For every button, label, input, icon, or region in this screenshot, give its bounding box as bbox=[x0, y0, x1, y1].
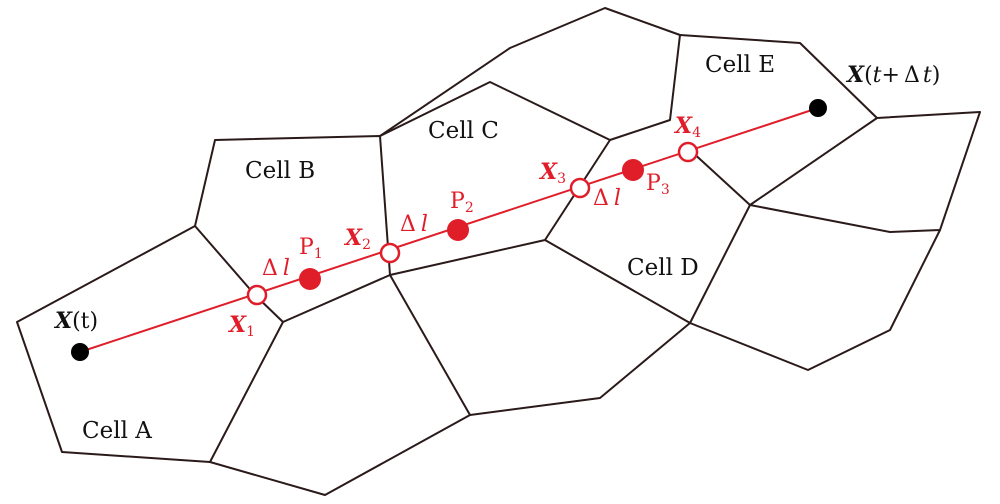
intersection-x3-label: X3 bbox=[538, 159, 566, 187]
intersection-x4 bbox=[677, 141, 699, 163]
cell-a-label: Cell A bbox=[82, 418, 152, 444]
top-cell-boundary bbox=[379, 7, 681, 137]
intersection-x3 bbox=[569, 177, 591, 199]
cell-d-label: Cell D bbox=[627, 255, 699, 281]
intersection-x2 bbox=[379, 242, 401, 264]
particle-p2 bbox=[447, 219, 469, 241]
cell-c-boundary bbox=[379, 81, 611, 276]
cell-c-label: Cell C bbox=[428, 118, 499, 144]
lower-cells-boundary bbox=[209, 274, 691, 496]
start-point bbox=[71, 343, 89, 361]
particle-p1-label: P1 bbox=[299, 235, 323, 262]
intersection-markers bbox=[246, 141, 699, 306]
intersection-x1 bbox=[246, 284, 268, 306]
mesh-edges bbox=[16, 7, 981, 496]
end-point bbox=[809, 99, 827, 117]
right-cells-boundary bbox=[689, 111, 981, 371]
intersection-x4-label: X4 bbox=[673, 113, 701, 141]
intersection-x2-label: X2 bbox=[343, 225, 371, 253]
particle-p2-label: P2 bbox=[450, 189, 474, 216]
intersection-x1-label: X1 bbox=[227, 312, 255, 340]
cell-e-label: Cell E bbox=[705, 52, 775, 78]
particle-p3 bbox=[622, 159, 644, 181]
particle-p3-label: P3 bbox=[646, 171, 670, 198]
particles bbox=[299, 159, 644, 290]
particle-p1 bbox=[299, 268, 321, 290]
start-label: X(t) bbox=[53, 308, 98, 334]
cell-b-label: Cell B bbox=[245, 158, 315, 184]
